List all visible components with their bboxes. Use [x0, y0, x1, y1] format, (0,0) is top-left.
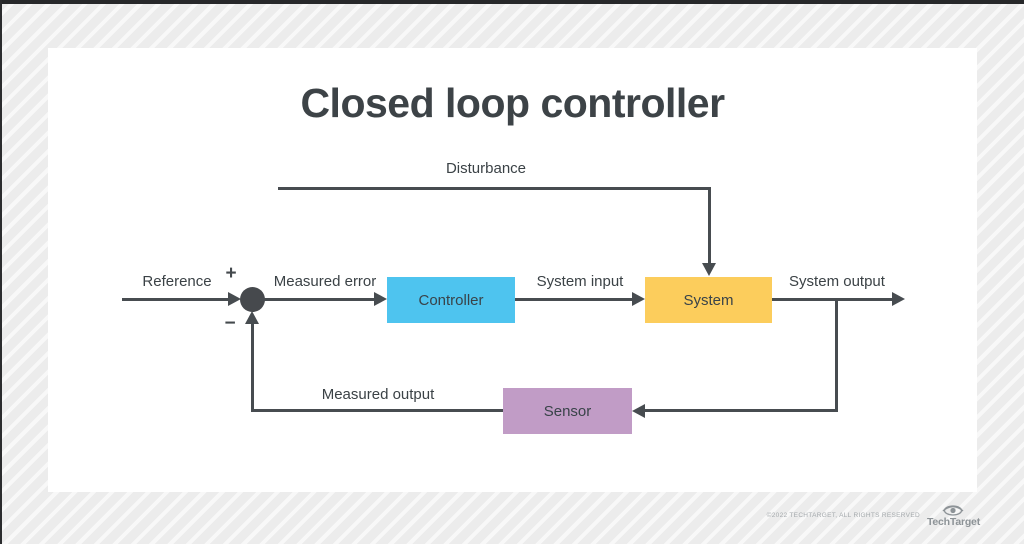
sensor-block-label: Sensor — [543, 402, 592, 420]
system-block: System — [645, 277, 772, 323]
measured-error-arrow-icon — [374, 292, 387, 306]
techtarget-logo: TechTarget — [927, 502, 980, 528]
disturbance-arrow-icon — [702, 263, 716, 276]
copyright-text: ©2022 TECHTARGET, ALL RIGHTS RESERVED — [766, 511, 920, 519]
system-output-line — [772, 298, 893, 301]
feedback-branch-line — [835, 298, 838, 412]
window-top-edge — [0, 0, 1024, 4]
plus-sign: + — [225, 263, 237, 284]
techtarget-wordmark: TechTarget — [926, 516, 980, 528]
disturbance-line-vertical — [708, 187, 711, 264]
system-input-arrow-icon — [632, 292, 645, 306]
system-input-line — [515, 298, 633, 301]
page-title: Closed loop controller — [300, 80, 725, 126]
measured-error-label: Measured error — [273, 273, 377, 290]
reference-arrow-icon — [228, 292, 241, 306]
feedback-line-right — [644, 409, 838, 412]
sensor-block: Sensor — [503, 388, 632, 434]
disturbance-label: Disturbance — [445, 160, 527, 177]
system-output-label: System output — [789, 273, 885, 290]
reference-line — [122, 298, 230, 301]
reference-label: Reference — [142, 273, 212, 290]
system-output-arrow-icon — [892, 292, 905, 306]
controller-block: Controller — [387, 277, 515, 323]
feedback-arrow-icon — [245, 311, 259, 324]
system-block-label: System — [683, 291, 734, 309]
feedback-line-left — [251, 409, 503, 412]
diagram-canvas: Closed loop controller Disturbance Refer… — [48, 48, 977, 492]
window-left-edge — [0, 0, 2, 544]
measured-error-line — [260, 298, 376, 301]
footer: ©2022 TECHTARGET, ALL RIGHTS RESERVED Te… — [767, 502, 980, 528]
measured-output-label: Measured output — [321, 386, 435, 403]
controller-block-label: Controller — [418, 291, 484, 309]
feedback-line-up — [251, 323, 254, 412]
system-input-label: System input — [536, 273, 624, 290]
minus-sign: − — [224, 313, 236, 334]
disturbance-line-horizontal — [278, 187, 711, 190]
sensor-arrow-icon — [632, 404, 645, 418]
techtarget-eye-icon — [943, 505, 964, 516]
